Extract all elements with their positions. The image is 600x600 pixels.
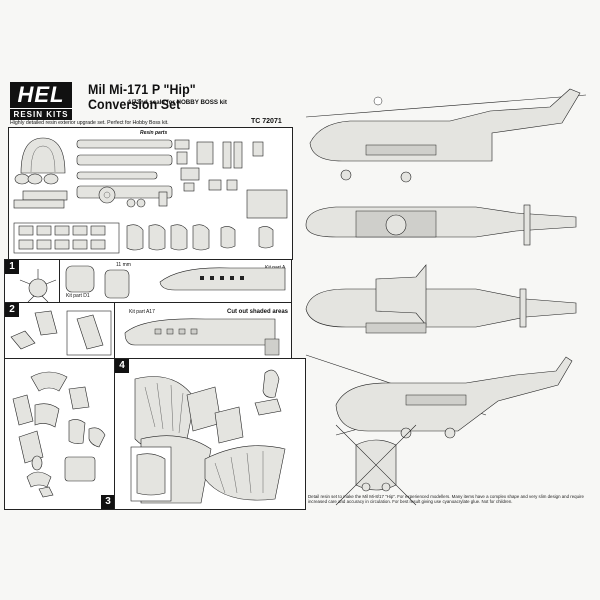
kit-part-a17-label: Kit part A17	[129, 309, 155, 315]
step-2-number: 2	[5, 303, 19, 317]
product-blurb: Highly detailed resin exterior upgrade s…	[10, 120, 169, 126]
step-1-panel: 1	[4, 259, 61, 304]
logo-sub-text: RESIN KITS	[10, 109, 72, 120]
step-1b-drawing	[65, 265, 286, 299]
step-1b-panel: 11 mm Kit part A Kit part D1	[59, 259, 292, 304]
step-4-panel: 4	[114, 358, 306, 510]
step-3-panel: 3	[4, 358, 116, 510]
page-subtitle: 1/72nd scale for HOBBY BOSS kit	[128, 99, 227, 106]
measure-label: 11 mm	[116, 262, 131, 268]
step-2-drawing	[10, 310, 112, 356]
resin-parts-panel: Resin parts	[8, 127, 293, 260]
logo-main-text: HEL	[10, 82, 72, 108]
step-4-number: 4	[115, 359, 129, 373]
kit-part-d1-label: Kit part D1	[66, 293, 90, 299]
cut-out-instruction: Cut out shaded areas	[227, 309, 289, 315]
step-1-drawing	[19, 269, 57, 303]
page-title: Mil Mi-171 P "Hip" Conversion Set	[88, 82, 196, 112]
step-3-drawing	[12, 371, 106, 498]
helicopter-views	[305, 88, 587, 506]
step-3-number: 3	[101, 495, 115, 509]
step-2-panel: 2	[4, 302, 116, 360]
step-1-number: 1	[5, 260, 19, 274]
step-2b-drawing	[124, 318, 280, 356]
step-2b-panel: Kit part A17 Cut out shaded areas	[114, 302, 292, 360]
resin-parts-drawing	[13, 137, 288, 254]
notes-text: Detail resin set to make the Mil Mi-8/17…	[308, 494, 584, 505]
product-code: TC 72071	[251, 118, 282, 125]
heli-logo: HEL RESIN KITS	[10, 82, 72, 120]
step-4-drawing	[130, 369, 286, 504]
resin-parts-label: Resin parts	[140, 130, 168, 136]
